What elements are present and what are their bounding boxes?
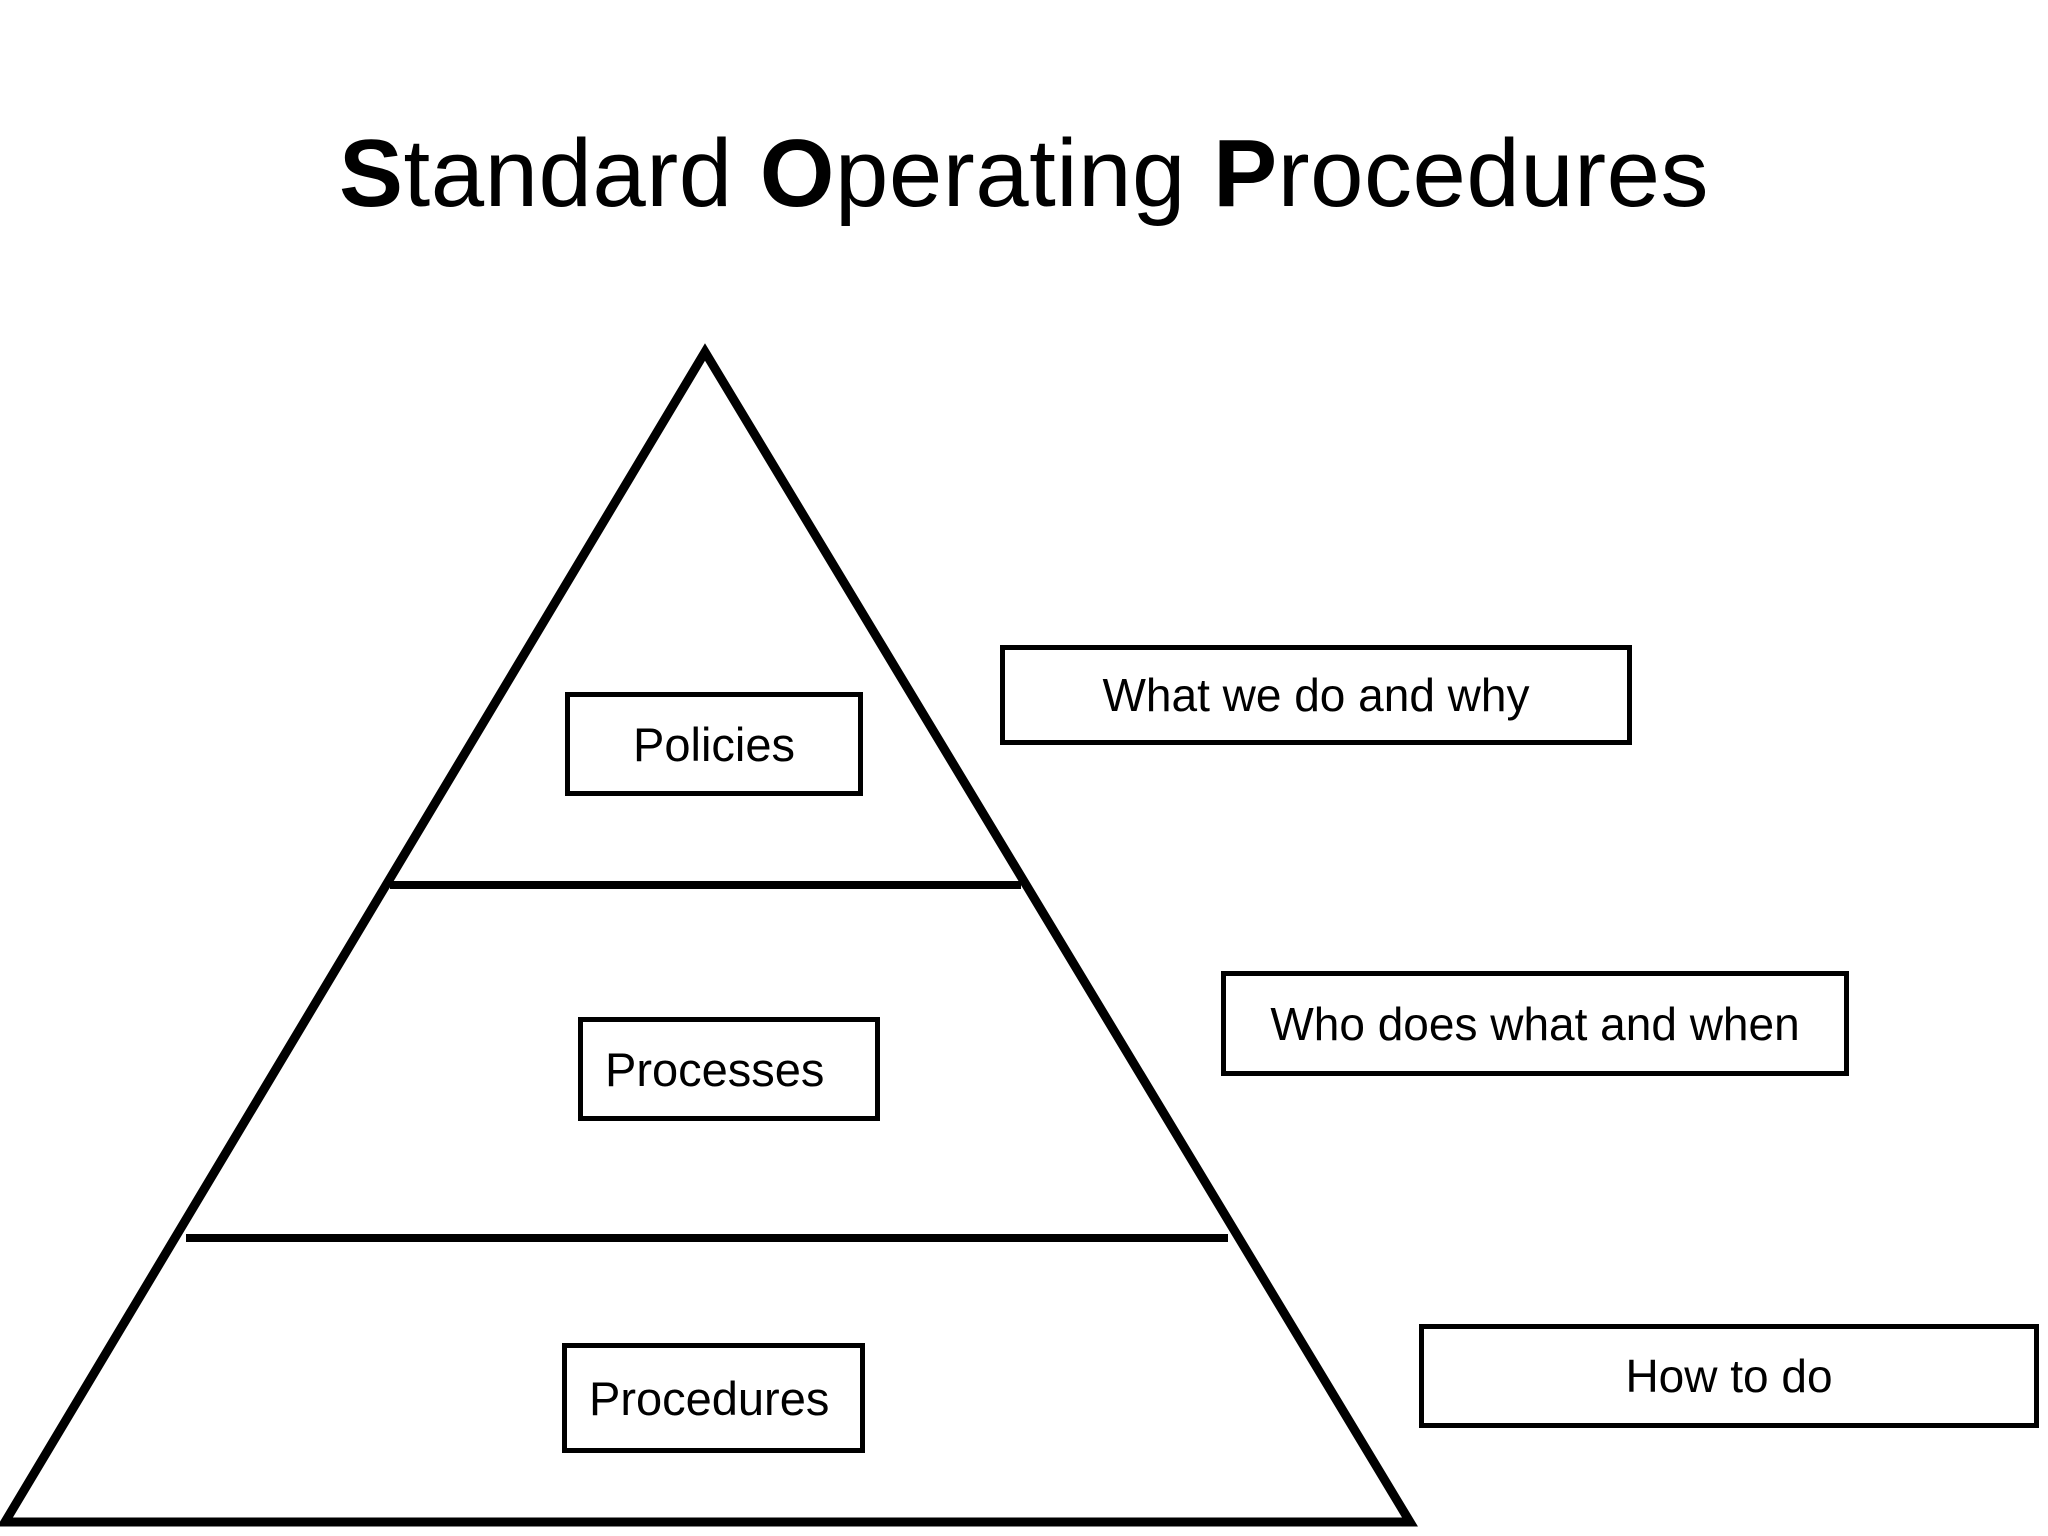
description-box-processes[interactable]: Who does what and when	[1221, 971, 1849, 1076]
description-box-procedures[interactable]: How to do	[1419, 1324, 2039, 1428]
title-rest-operating: perating	[834, 120, 1186, 227]
tier-label-procedures[interactable]: Procedures	[562, 1343, 865, 1453]
title-cap-p: P	[1213, 120, 1278, 227]
title-rest-procedures: rocedures	[1277, 120, 1709, 227]
tier-label-processes[interactable]: Processes	[578, 1017, 880, 1121]
description-box-procedures-text: How to do	[1625, 1350, 1833, 1402]
title-rest-standard: tandard	[403, 120, 733, 227]
tier-label-policies[interactable]: Policies	[565, 692, 863, 796]
description-box-policies-text: What we do and why	[1102, 669, 1530, 721]
page-title: Standard Operating Procedures	[0, 123, 2048, 225]
title-cap-o: O	[759, 120, 835, 227]
tier-label-policies-text: Policies	[633, 717, 795, 771]
tier-label-processes-text: Processes	[605, 1042, 825, 1096]
title-cap-s: S	[339, 120, 404, 227]
tier-label-procedures-text: Procedures	[589, 1371, 830, 1425]
description-box-processes-text: Who does what and when	[1270, 997, 1800, 1050]
pyramid-outline	[0, 343, 1418, 1527]
description-box-policies[interactable]: What we do and why	[1000, 645, 1632, 745]
